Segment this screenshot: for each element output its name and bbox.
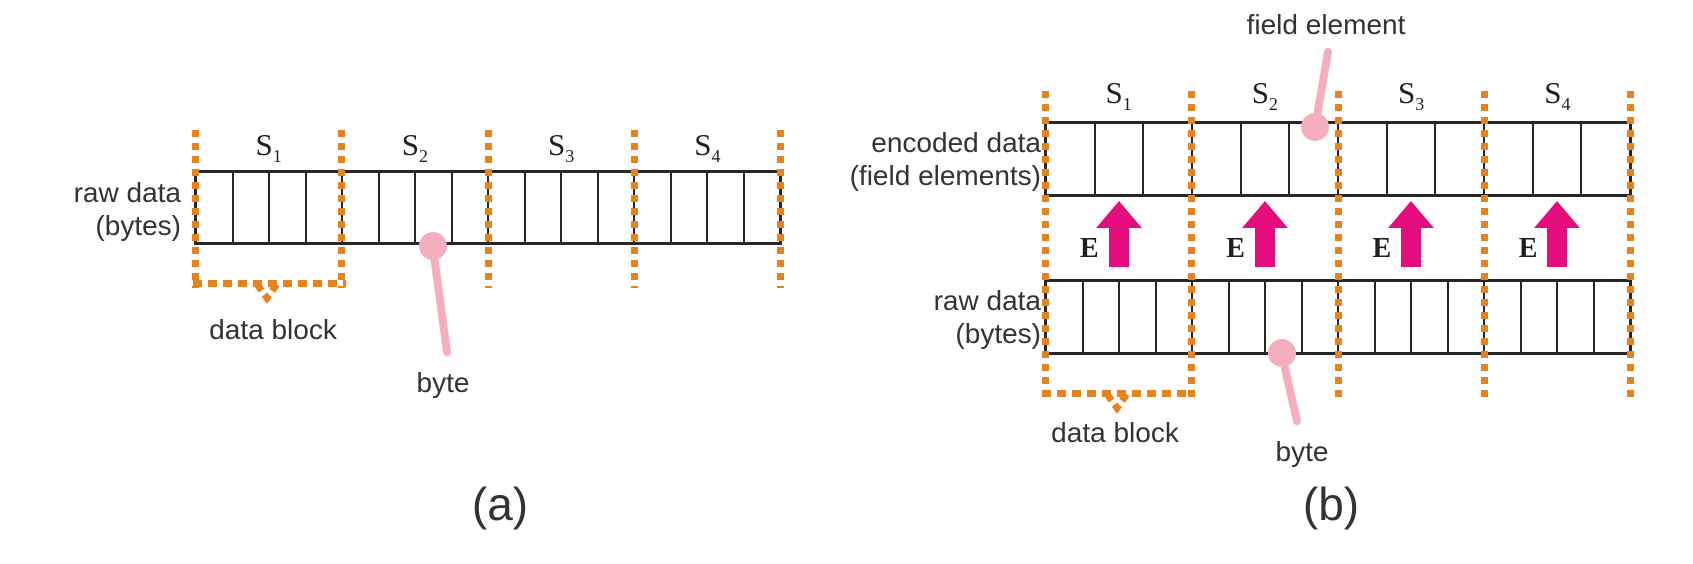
raw-data-label-a: raw data (bytes) — [0, 176, 181, 242]
arrow-shaft — [1401, 228, 1422, 267]
arrow-shaft — [1254, 228, 1275, 267]
raw-data-label-a-line1: raw data — [73, 177, 181, 208]
strip-cell — [635, 173, 672, 242]
encode-arrow-up-icon — [1388, 201, 1435, 267]
strip-cell — [1582, 124, 1629, 194]
byte-callout-line-a — [429, 244, 451, 356]
field-element-label: field element — [1246, 9, 1406, 40]
encode-arrow-up-icon — [1241, 201, 1288, 267]
strip-cell — [708, 173, 745, 242]
strip-cell — [343, 173, 380, 242]
strip-cell — [416, 173, 453, 242]
data-block-label-b: data block — [1051, 417, 1179, 448]
strip-cell — [1230, 282, 1266, 352]
arrow-shaft — [1547, 228, 1568, 267]
arrow-head — [1388, 201, 1435, 228]
encoded-data-label-b-line2: (field elements) — [849, 160, 1041, 191]
strip-cell — [1388, 124, 1437, 194]
segment-label: S1 — [255, 127, 282, 167]
strip-cell — [1595, 282, 1630, 352]
data-block-bracket-b — [1042, 390, 1194, 397]
segment-label: S2 — [1251, 75, 1278, 115]
strip-cell — [745, 173, 780, 242]
raw-data-label-b: raw data (bytes) — [820, 284, 1041, 350]
encoded-data-label-b: encoded data (field elements) — [820, 126, 1041, 192]
strip-cell — [1047, 282, 1084, 352]
strip-cell — [1193, 124, 1242, 194]
byte-callout-line-b — [1278, 351, 1301, 425]
strip-cell — [599, 173, 635, 242]
block-boundary-line — [484, 130, 492, 288]
strip-cell — [1339, 124, 1388, 194]
raw-data-label-b-line2: (bytes) — [955, 318, 1041, 349]
data-block-label-a: data block — [209, 314, 337, 345]
strip-cell — [1522, 282, 1558, 352]
strip-cell — [489, 173, 526, 242]
encode-function-label: E — [1372, 233, 1392, 264]
segment-label: S3 — [1398, 75, 1425, 115]
segment-label: S4 — [1544, 75, 1571, 115]
strip-cell — [1558, 282, 1595, 352]
segment-label: S2 — [401, 127, 428, 167]
arrow-shaft — [1108, 228, 1129, 267]
strip-cell — [1266, 282, 1303, 352]
strip-cell — [380, 173, 416, 242]
block-boundary-line — [1334, 91, 1342, 402]
strip-cell — [270, 173, 307, 242]
encoded-data-label-b-line1: encoded data — [871, 127, 1041, 158]
block-boundary-line — [1042, 91, 1049, 402]
block-boundary-line — [1480, 91, 1488, 402]
strip-cell — [1339, 282, 1376, 352]
data-block-bracket-a — [193, 280, 346, 287]
segment-label: S4 — [694, 127, 721, 167]
block-boundary-line — [338, 130, 346, 288]
strip-cell — [562, 173, 599, 242]
strip-cell — [234, 173, 270, 242]
strip-cell — [1290, 124, 1340, 194]
strip-cell — [197, 173, 234, 242]
caption-b: (b) — [1302, 478, 1360, 530]
block-boundary-line — [192, 130, 199, 288]
block-boundary-line — [1627, 91, 1634, 402]
strip-cell — [1485, 282, 1522, 352]
block-boundary-line — [777, 130, 784, 288]
encode-arrow-up-icon — [1534, 201, 1581, 267]
block-boundary-line — [630, 130, 638, 288]
encode-function-label: E — [1518, 233, 1538, 264]
strip-cell — [1412, 282, 1449, 352]
byte-label-b: byte — [1275, 436, 1329, 467]
strip-cell — [1120, 282, 1157, 352]
strip-cell — [1449, 282, 1485, 352]
encode-function-label: E — [1079, 233, 1099, 264]
strip-cell — [1436, 124, 1486, 194]
strip-cell — [1242, 124, 1291, 194]
strip-cell — [1047, 124, 1096, 194]
strip-cell — [1144, 124, 1194, 194]
segment-label: S1 — [1105, 75, 1132, 115]
strip-cell — [672, 173, 708, 242]
raw-data-label-b-line1: raw data — [933, 285, 1041, 316]
raw-data-label-a-line2: (bytes) — [95, 210, 181, 241]
strip-cell — [1376, 282, 1412, 352]
byte-label-a: byte — [416, 367, 470, 398]
strip-cell — [1485, 124, 1534, 194]
strip-cell — [1084, 282, 1120, 352]
caption-a: (a) — [471, 478, 529, 530]
arrow-head — [1095, 201, 1142, 228]
strip-cell — [1193, 282, 1230, 352]
strip-cell — [1534, 124, 1583, 194]
arrow-head — [1534, 201, 1581, 228]
strip-cell — [1096, 124, 1145, 194]
encode-arrow-up-icon — [1095, 201, 1142, 267]
segment-label: S3 — [548, 127, 575, 167]
arrow-head — [1241, 201, 1288, 228]
strip-cell — [526, 173, 562, 242]
encode-function-label: E — [1226, 233, 1245, 264]
block-boundary-line — [1188, 91, 1196, 402]
